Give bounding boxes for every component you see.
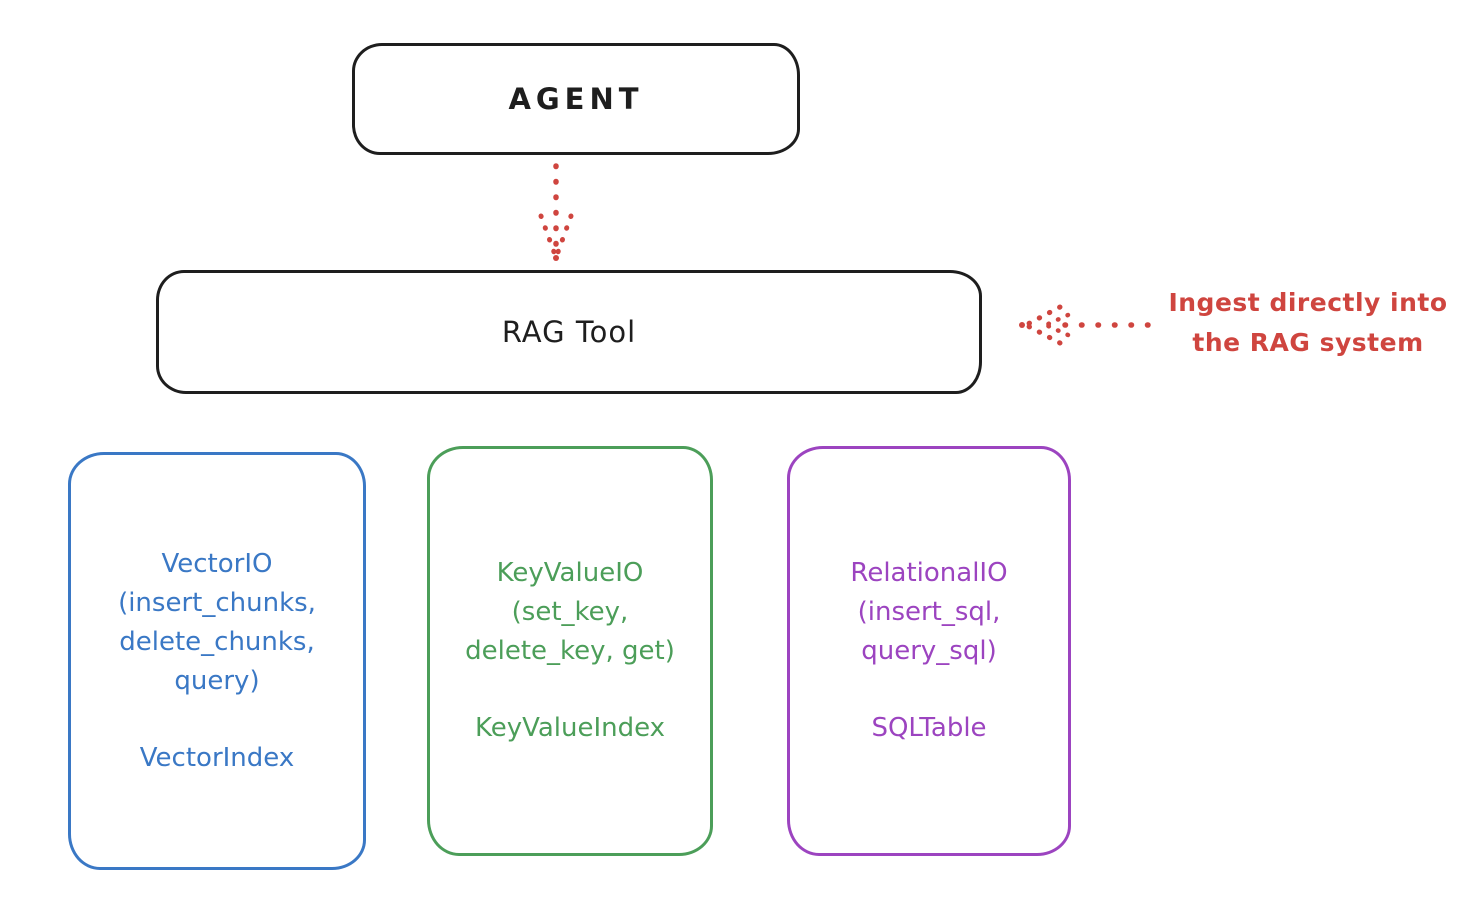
rag-tool-box: RAG Tool [156, 270, 982, 394]
agent-label: AGENT [508, 82, 644, 116]
vector-io-line: (insert_chunks, [118, 587, 316, 618]
ingest-annotation-line1: Ingest directly into [1168, 288, 1448, 317]
ingest-annotation-line2: the RAG system [1192, 328, 1424, 357]
vector-io-box: VectorIO (insert_chunks, delete_chunks, … [68, 452, 366, 870]
ingest-annotation: Ingest directly into the RAG system [1140, 283, 1476, 363]
keyvalue-io-line: delete_key, get) [465, 636, 675, 666]
keyvalue-index-label: KeyValueIndex [474, 713, 666, 743]
relational-io-title-block: RelationalIO (insert_sql, query_sql) [850, 554, 1007, 671]
agent-box: AGENT [352, 43, 800, 155]
relational-io-line: (insert_sql, [857, 597, 1001, 627]
relational-io-line: query_sql) [861, 636, 997, 666]
arrow-down-icon [538, 163, 574, 261]
rag-tool-label: RAG Tool [501, 315, 637, 349]
arrow-left-icon [1019, 304, 1151, 346]
vector-io-line: VectorIO [161, 548, 273, 579]
relational-io-line: RelationalIO [850, 558, 1008, 588]
keyvalue-io-line: (set_key, [511, 597, 629, 627]
sql-table-label: SQLTable [871, 713, 987, 743]
keyvalue-io-title-block: KeyValueIO (set_key, delete_key, get) [465, 554, 675, 671]
vector-io-line: delete_chunks, [119, 626, 315, 657]
vector-io-title-block: VectorIO (insert_chunks, delete_chunks, … [118, 545, 316, 701]
vector-io-line: query) [174, 665, 260, 696]
keyvalue-io-box: KeyValueIO (set_key, delete_key, get) Ke… [427, 446, 713, 856]
keyvalue-io-line: KeyValueIO [496, 558, 644, 588]
relational-io-box: RelationalIO (insert_sql, query_sql) SQL… [787, 446, 1071, 856]
vector-index-label: VectorIndex [139, 742, 295, 773]
